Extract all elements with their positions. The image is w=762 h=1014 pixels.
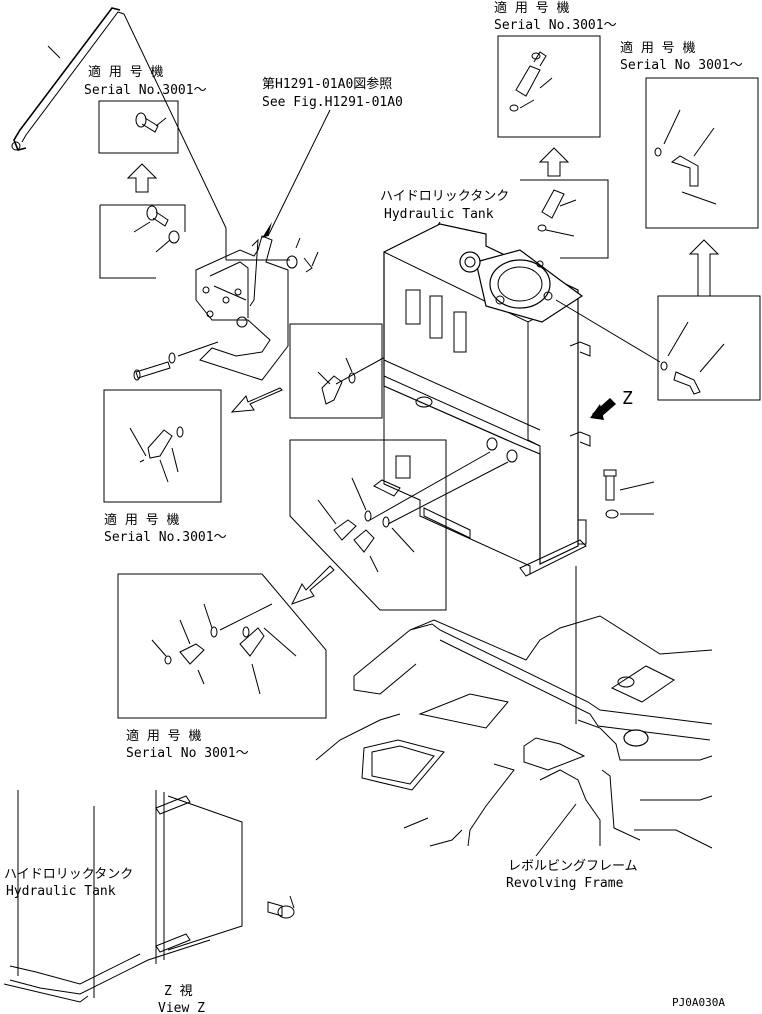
revolving-en-label: Revolving Frame: [506, 876, 624, 891]
detail-box-tee-2: [117, 573, 327, 719]
bolt-bottom-icon: [133, 341, 219, 381]
view-z-tank-jp-label: ハイドロリックタンク: [4, 867, 133, 882]
up-arrow-2: [538, 147, 570, 177]
detail-box-elbow-right: [645, 77, 759, 229]
down-left-arrow-1: [230, 387, 283, 413]
leader-arrowhead: [262, 222, 272, 238]
view-z-detail: [3, 790, 295, 1003]
see-fig-jp-label: 第H1291-01A0図参照: [262, 76, 392, 92]
revolving-leader: [535, 803, 577, 857]
revolving-frame: [315, 566, 713, 849]
see-fig-leader: [267, 109, 331, 237]
hyd-tank-jp-label: ハイドロリックタンク: [380, 189, 509, 204]
serial-en-label: Serial No.3001〜: [84, 83, 207, 98]
down-left-arrow-2: [290, 565, 335, 605]
see-fig-en-label: See Fig.H1291-01A0: [262, 95, 403, 110]
view-z-arrow: Z: [590, 388, 633, 420]
bolt-part-icon: [135, 112, 167, 133]
serial-en-label-3: Serial No.3001〜: [494, 18, 617, 33]
detail-box-tee: [289, 439, 447, 611]
tank-side-brackets: [569, 341, 591, 447]
tee-fittings-icon: [317, 437, 518, 573]
elbow-detail-icon: [129, 426, 184, 483]
serial-jp-label-3: 適 用 号 機: [494, 0, 569, 16]
drawing-number: PJ0A030A: [672, 996, 725, 1009]
pipe-line: [11, 7, 227, 229]
detail-box-straight-fitting: [497, 35, 601, 138]
detail-box-fitting: [289, 323, 383, 419]
bolt-washer-icon: [133, 205, 180, 253]
serial-en-label-5: Serial No 3001〜: [126, 746, 249, 761]
mounting-bracket: [195, 228, 319, 381]
bracket-box-bolt: [99, 204, 186, 279]
view-z-en-label: View Z: [158, 1001, 205, 1014]
view-z-tank-en-label: Hydraulic Tank: [6, 884, 116, 899]
revolving-jp-label: レボルビングフレーム: [508, 859, 638, 874]
serial-jp-label-2: 適 用 号 機: [104, 512, 179, 528]
tank-filler-port: [459, 249, 584, 323]
bracket-box-fitting: [520, 179, 609, 259]
serial-en-label-2: Serial No.3001〜: [104, 530, 227, 545]
serial-jp-label-4: 適 用 号 機: [620, 40, 695, 56]
up-arrow-3: [688, 239, 720, 297]
detail-box-elbow-right-2: [657, 295, 761, 401]
tee-fittings-2-icon: [151, 603, 297, 695]
straight-fitting-icon: [509, 51, 553, 112]
serial-jp-label-5: 適 用 号 機: [126, 728, 201, 744]
detail-box-bolt: [98, 100, 179, 154]
serial-label-group-1: 適 用 号 機 Serial No.3001〜: [84, 64, 207, 98]
up-arrow-1: [126, 163, 158, 193]
detail-box-elbow: [103, 389, 222, 503]
serial-jp-label: 適 用 号 機: [88, 64, 163, 80]
elbow-right-2-icon: [555, 299, 725, 395]
bolt-right-icon: [603, 469, 655, 519]
serial-en-label-4: Serial No 3001〜: [620, 58, 743, 73]
view-z-jp-label: Z 視: [164, 984, 193, 999]
fitting-small-icon: [537, 189, 577, 237]
arrow-z-label: Z: [622, 388, 633, 409]
hyd-tank-en-label: Hydraulic Tank: [384, 207, 494, 222]
elbow-right-icon: [654, 109, 717, 205]
